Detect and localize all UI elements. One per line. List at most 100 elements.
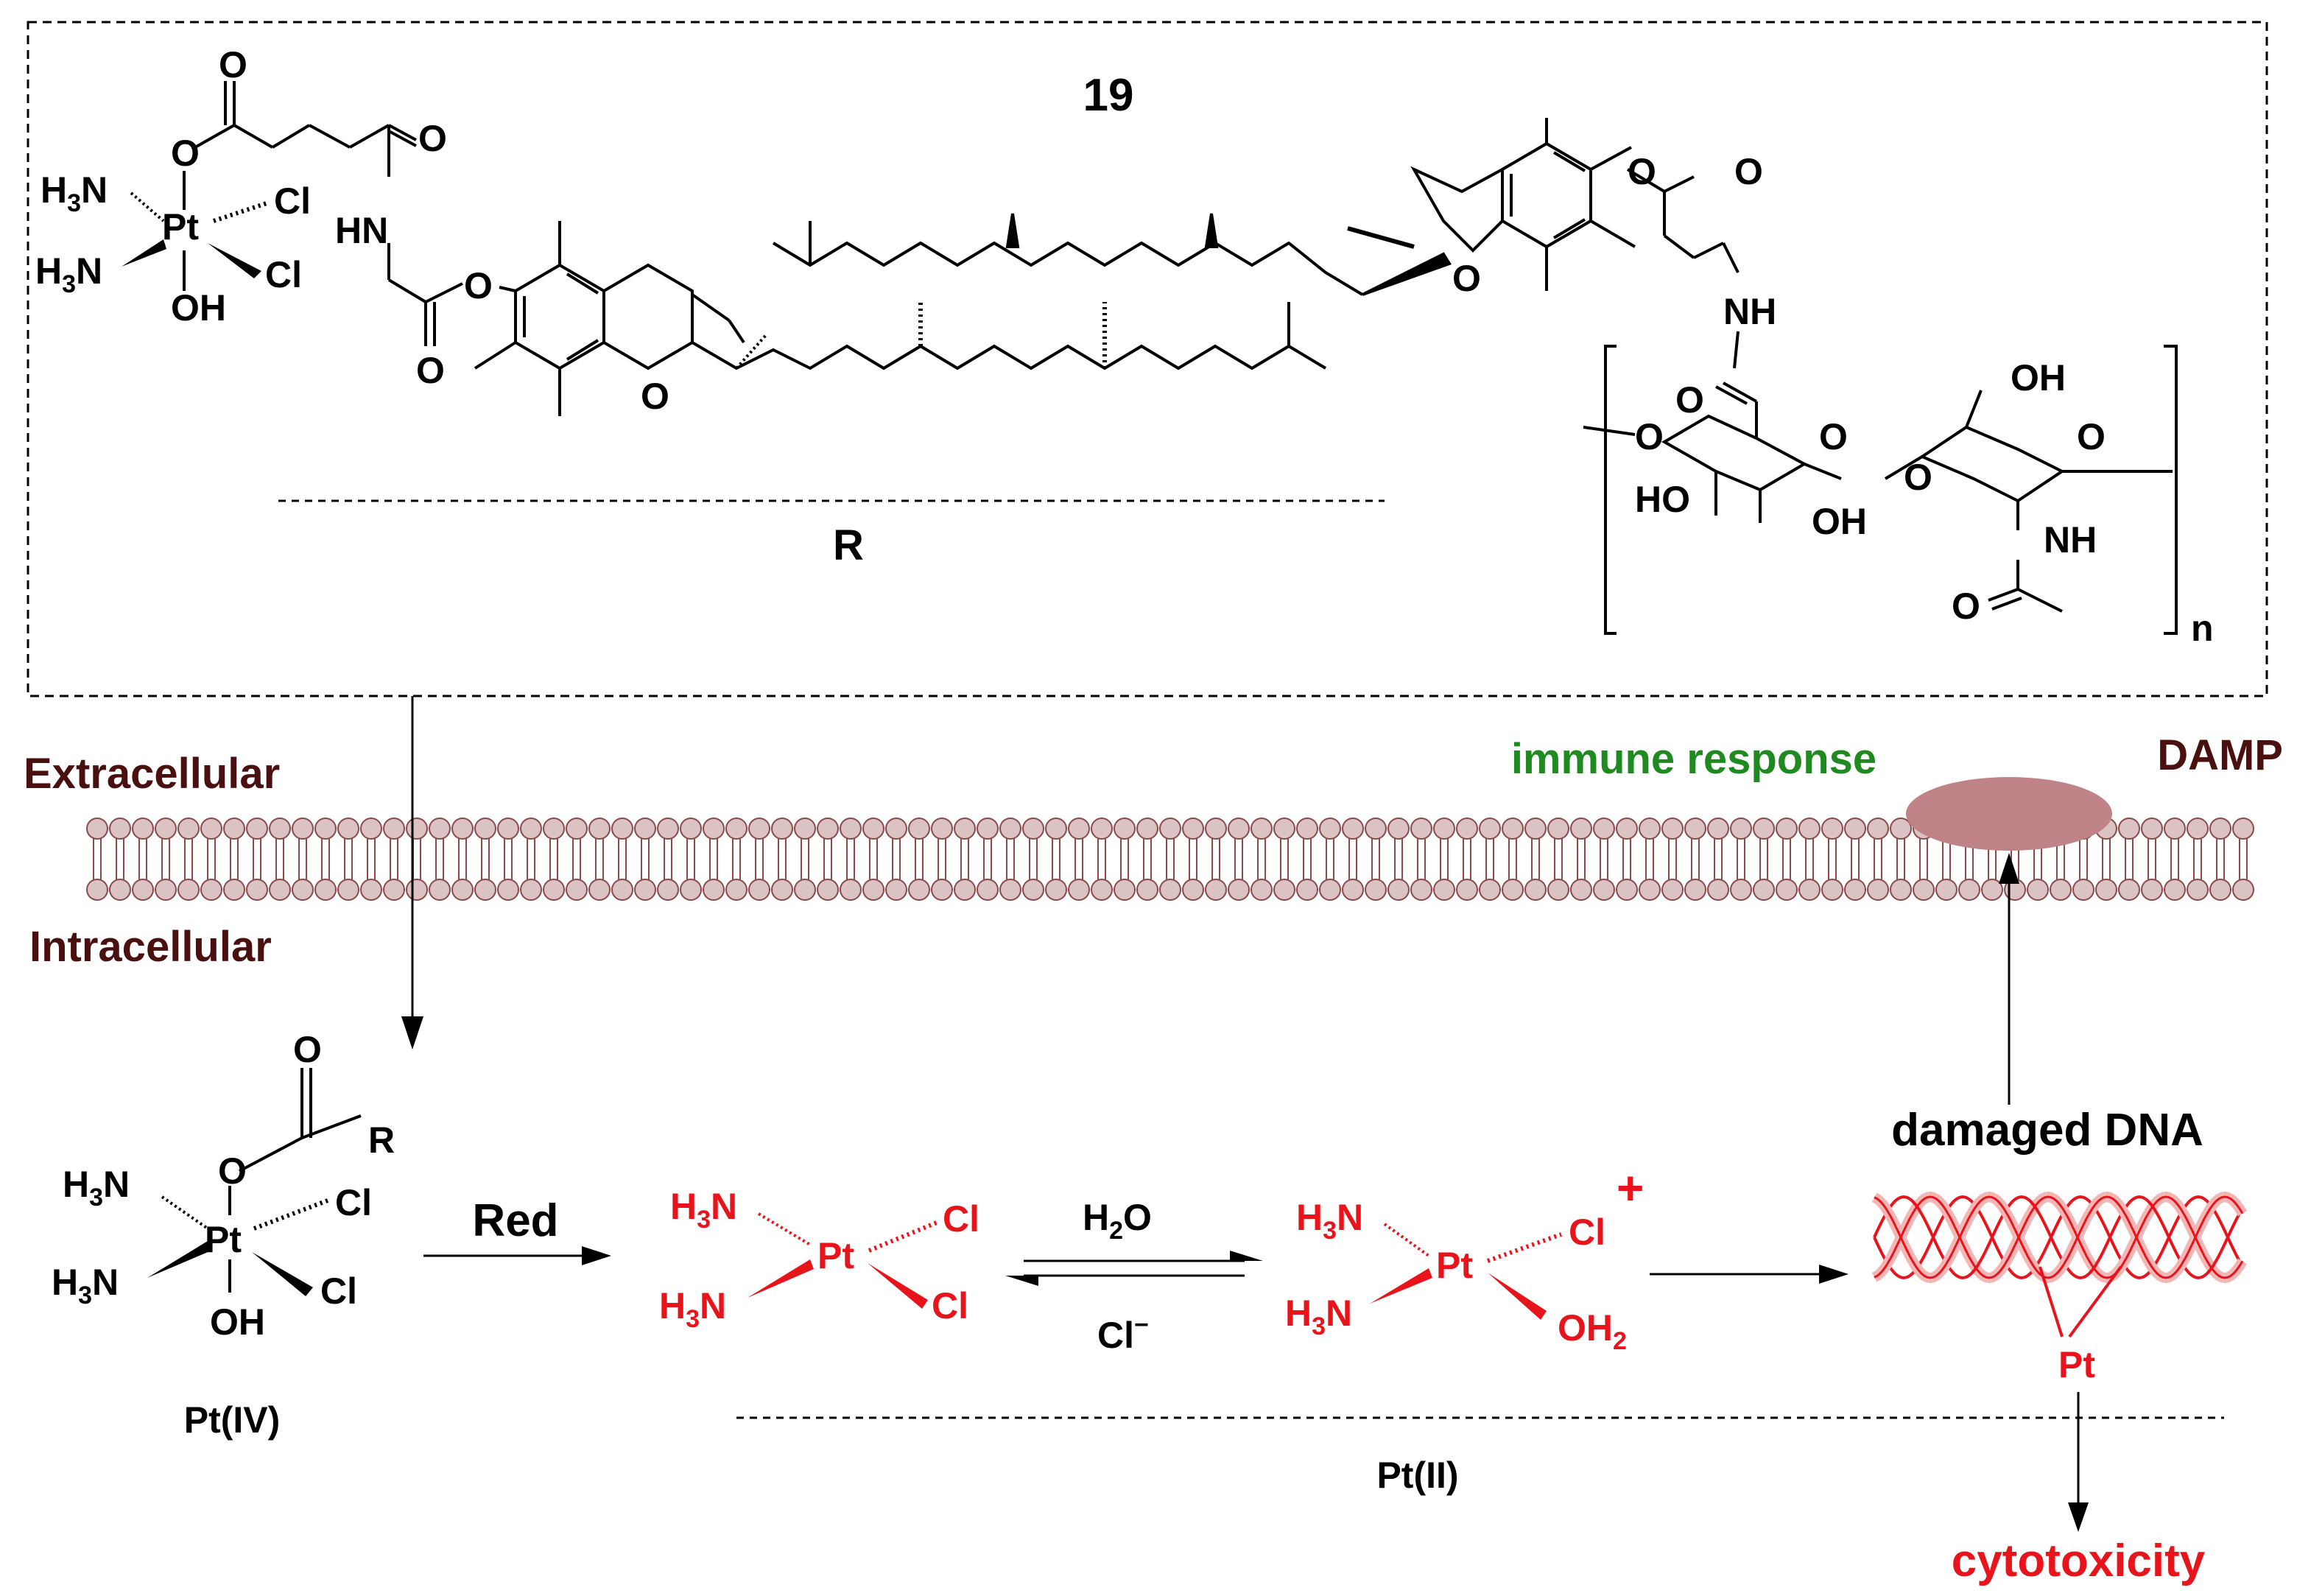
lipid-head [794, 879, 816, 901]
lipid-head [1319, 818, 1341, 840]
lipid-head [657, 818, 679, 840]
lipid-head [2164, 818, 2186, 840]
lipid-head [1159, 818, 1181, 840]
lipid-head [177, 879, 200, 901]
lipid-head [177, 818, 200, 840]
lipid-head [1205, 879, 1227, 901]
lipid-head [1273, 818, 1295, 840]
o-ring-left: O [641, 376, 669, 417]
lipid-head [520, 879, 542, 901]
lipid-head [1570, 879, 1592, 901]
tocopherol-left [474, 221, 745, 416]
immune-response-label: immune response [1511, 735, 1876, 783]
lipid-head [1342, 879, 1364, 901]
lipid-head [223, 879, 245, 901]
compound-box [27, 21, 2268, 697]
lipid-head [2164, 879, 2186, 901]
nh-linker: NH [1723, 291, 1776, 332]
lipid-head [1387, 879, 1410, 901]
dna-strand-outline [1874, 1195, 2244, 1279]
lipid-head [2232, 818, 2254, 840]
aqua-oh2: OH2 [1558, 1307, 1627, 1355]
lipid-head [314, 818, 337, 840]
lipid-head [406, 818, 428, 840]
lipid-head [1593, 879, 1615, 901]
lipid-head [725, 818, 748, 840]
lipid-head [1844, 818, 1866, 840]
lipid-head [748, 818, 770, 840]
lipid-head [908, 818, 930, 840]
o-carbonyl-ha: O [1675, 379, 1704, 421]
lipid-head [1524, 818, 1547, 840]
lipid-head [1068, 879, 1090, 901]
lipid-head [1228, 818, 1250, 840]
lipid-head [2141, 879, 2163, 901]
equilibrium-arrows [1005, 1251, 1263, 1286]
damaged-dna-label: damaged DNA [1891, 1105, 2203, 1156]
o-ring-right: O [1452, 258, 1481, 299]
lipid-head [1639, 818, 1661, 840]
lipid-head [1935, 879, 1957, 901]
lipid-head [1410, 818, 1432, 840]
lipid-head [1616, 879, 1638, 901]
cisplatin-bonds [748, 1212, 938, 1309]
lipid-head [1205, 818, 1227, 840]
lipid-head [269, 818, 291, 840]
lipid-head [1821, 818, 1843, 840]
lipid-head [1228, 879, 1250, 901]
lipid-head [1730, 879, 1752, 901]
o-ester-2: O [464, 265, 493, 306]
lipid-head [1091, 818, 1113, 840]
lipid-head [908, 879, 930, 901]
lipid-head [1433, 818, 1455, 840]
lipid-head [292, 879, 314, 901]
oh-bottom: OH [171, 287, 226, 328]
lipid-head [794, 818, 816, 840]
cl-upper: Cl [274, 180, 311, 222]
r-group-label: R [833, 521, 864, 569]
lipid-head [383, 818, 405, 840]
lipid-head [566, 879, 588, 901]
damp-label: DAMP [2157, 731, 2283, 779]
lipid-head [292, 818, 314, 840]
lipid-head [1022, 879, 1044, 901]
lipid-head [999, 818, 1021, 840]
o-carbonyl-1: O [219, 44, 247, 85]
svg-text:H3N: H3N [41, 169, 108, 217]
hyaluronic-repeat [1583, 345, 2178, 635]
lipid-head [862, 818, 884, 840]
lipid-head [703, 818, 725, 840]
o-glycoside-left: O [1635, 416, 1664, 457]
lipid-head [1296, 879, 1318, 901]
lipid-head [360, 879, 382, 901]
lipid-head [588, 818, 611, 840]
pt-dna-adduct [2039, 1265, 2122, 1338]
lipid-head [862, 879, 884, 901]
lipid-head [954, 879, 976, 901]
lipid-head [1639, 879, 1661, 901]
lipid-head [2050, 879, 2072, 901]
o-ester: O [171, 133, 200, 174]
lipid-head [2072, 879, 2094, 901]
cisplatin-h3n-lower: H3N [659, 1285, 726, 1333]
lipid-head [611, 879, 633, 901]
o-ring-ha2: O [2077, 416, 2106, 457]
lipid-head [246, 818, 268, 840]
lipid-head [1593, 818, 1615, 840]
lipid-head [1798, 879, 1821, 901]
o-carbonyl-right: O [1734, 151, 1763, 192]
aqua-cl: Cl [1569, 1212, 1605, 1253]
lipid-head [1707, 818, 1729, 840]
lipid-head [543, 818, 565, 840]
aqua-pt: Pt [1436, 1245, 1473, 1286]
pt-iv-pt: Pt [205, 1219, 242, 1260]
lipid-head [2232, 879, 2254, 901]
dna-strand-outline [1874, 1195, 2244, 1279]
lipid-head [1776, 879, 1798, 901]
oh-ha1: OH [1812, 501, 1867, 542]
lipid-head [1114, 818, 1136, 840]
lipid-head [2095, 879, 2117, 901]
lipid-head [429, 818, 451, 840]
lipid-head [885, 818, 907, 840]
